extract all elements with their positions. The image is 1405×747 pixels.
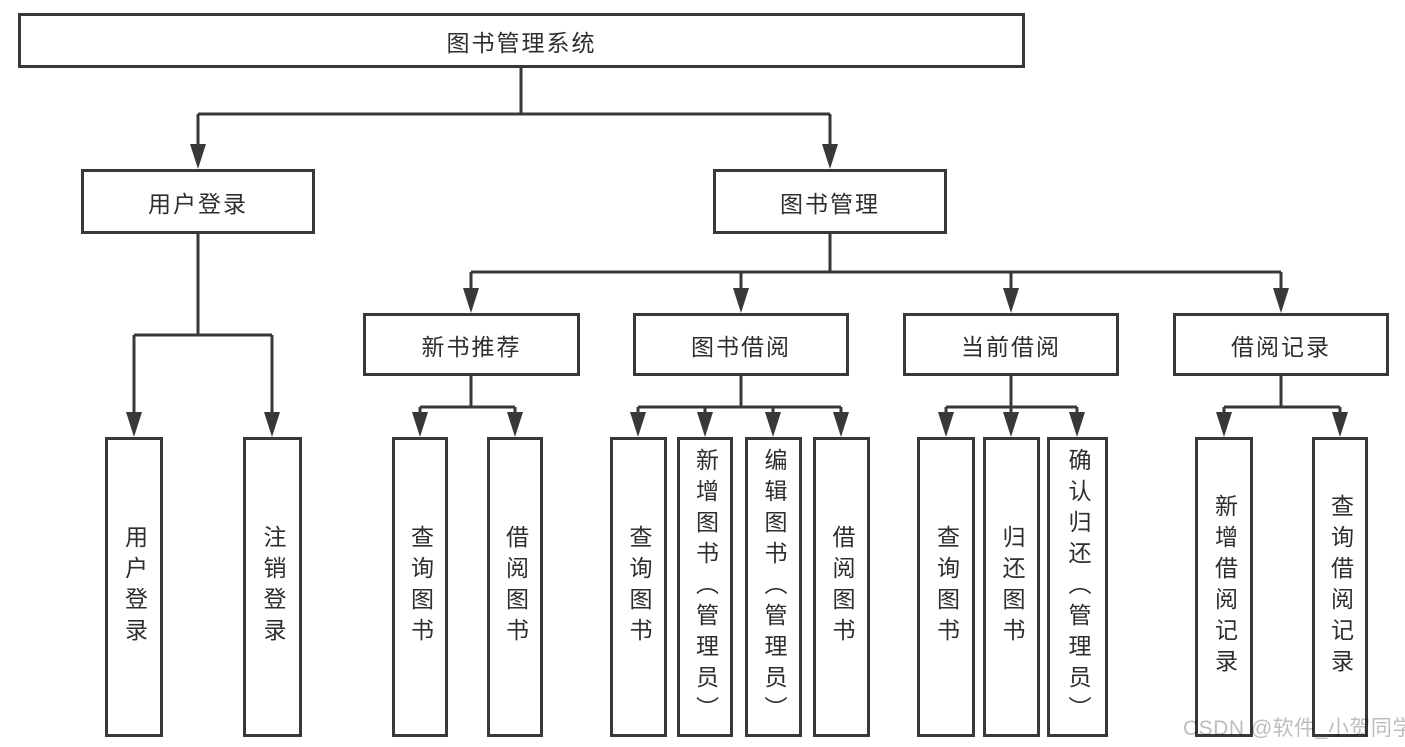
node-label: 用户登录: [121, 525, 148, 649]
leaf-borrow-books-borrowing: 借阅图书: [813, 437, 870, 737]
node-label: 新增借阅记录: [1211, 494, 1238, 680]
node-label: 借阅记录: [1231, 333, 1331, 360]
node-library-management-system: 图书管理系统: [18, 13, 1025, 68]
leaf-borrow-books-recommend: 借阅图书: [487, 437, 543, 737]
connector-book-management-children: [469, 234, 1283, 292]
leaf-query-books-recommend: 查询图书: [392, 437, 448, 737]
node-label: 新书推荐: [421, 333, 522, 360]
leaf-add-borrow-record: 新增借阅记录: [1195, 437, 1253, 737]
node-label: 借阅图书: [829, 525, 855, 649]
node-label: 编辑图书（管理员）: [761, 447, 787, 727]
connector-user-login-children: [132, 234, 274, 416]
node-borrowing-records: 借阅记录: [1173, 313, 1389, 376]
node-label: 确认归还（管理员）: [1065, 447, 1091, 727]
node-label: 查询借阅记录: [1327, 494, 1354, 680]
node-label: 借阅图书: [502, 525, 529, 649]
node-label: 新增图书（管理员）: [692, 447, 719, 727]
node-user-login: 用户登录: [81, 169, 315, 234]
node-label: 查询图书: [933, 525, 960, 649]
connector-new-book-recommend-children: [418, 376, 517, 416]
connector-borrowing-records-children: [1222, 376, 1342, 416]
node-book-borrowing: 图书借阅: [633, 313, 849, 376]
leaf-edit-books-admin: 编辑图书（管理员）: [745, 437, 802, 737]
leaf-return-books: 归还图书: [983, 437, 1040, 737]
node-label: 注销登录: [260, 525, 286, 649]
leaf-user-login: 用户登录: [105, 437, 163, 737]
connector-root-to-level2: [196, 68, 832, 148]
node-label: 用户登录: [148, 190, 248, 217]
node-label: 图书借阅: [691, 333, 791, 360]
node-label: 图书管理系统: [446, 29, 597, 56]
node-label: 归还图书: [999, 525, 1025, 649]
connector-book-borrowing-children: [636, 376, 843, 416]
csdn-watermark: CSDN @软件_小贺同学: [1183, 717, 1405, 740]
leaf-query-borrow-record: 查询借阅记录: [1312, 437, 1368, 737]
leaf-confirm-return-admin: 确认归还（管理员）: [1047, 437, 1108, 737]
leaf-logout: 注销登录: [243, 437, 302, 737]
connector-current-borrowing-children: [944, 376, 1079, 416]
node-book-management: 图书管理: [713, 169, 947, 234]
arrowheads: [126, 144, 1348, 437]
node-new-book-recommend: 新书推荐: [363, 313, 580, 376]
node-current-borrowing: 当前借阅: [903, 313, 1119, 376]
leaf-query-books-current: 查询图书: [917, 437, 975, 737]
node-label: 图书管理: [780, 190, 880, 217]
node-label: 当前借阅: [961, 333, 1061, 360]
node-label: 查询图书: [626, 525, 652, 649]
leaf-query-books-borrowing: 查询图书: [610, 437, 667, 737]
node-label: 查询图书: [407, 525, 434, 649]
leaf-add-books-admin: 新增图书（管理员）: [677, 437, 733, 737]
